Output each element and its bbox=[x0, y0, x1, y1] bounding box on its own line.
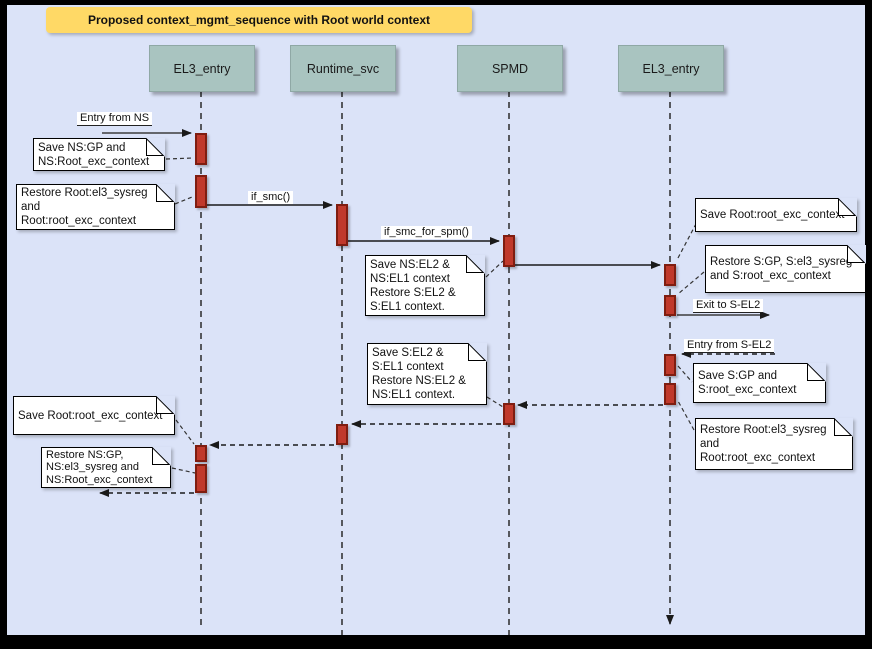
actor-runtime-svc: Runtime_svc bbox=[290, 45, 396, 92]
note-restore-root-el3-sysreg-right: Restore Root:el3_sysreg and Root:root_ex… bbox=[695, 418, 853, 470]
note-fold-icon bbox=[466, 255, 485, 274]
diagram-canvas bbox=[7, 5, 865, 635]
label-entry-from-ns: Entry from NS bbox=[77, 112, 153, 126]
label-entry-from-s-el2: Entry from S-EL2 bbox=[684, 339, 775, 353]
note-save-s-gp: Save S:GP and S:root_exc_context bbox=[693, 363, 826, 403]
note-fold-icon bbox=[838, 198, 857, 217]
activation-spmd-2 bbox=[503, 403, 515, 425]
note-fold-icon bbox=[146, 138, 165, 157]
label-if-smc-for-spm: if_smc_for_spm() bbox=[381, 226, 472, 239]
note-save-ns-el2: Save NS:EL2 & NS:EL1 context Restore S:E… bbox=[365, 255, 485, 316]
diagram-title: Proposed context_mgmt_sequence with Root… bbox=[46, 7, 472, 33]
activation-el3r-2 bbox=[664, 295, 676, 316]
note-fold-icon bbox=[468, 343, 487, 362]
activation-el3l-1 bbox=[195, 133, 207, 165]
label-if-smc: if_smc() bbox=[248, 191, 294, 204]
note-save-ns-gp: Save NS:GP and NS:Root_exc_context bbox=[33, 138, 165, 171]
activation-spmd-1 bbox=[503, 235, 515, 267]
activation-el3l-3 bbox=[195, 445, 207, 462]
note-save-root-exc-left: Save Root:root_exc_context bbox=[13, 396, 175, 435]
label-exit-to-s-el2: Exit to S-EL2 bbox=[693, 299, 764, 313]
activation-el3r-4 bbox=[664, 383, 676, 405]
note-fold-icon bbox=[847, 245, 866, 264]
actor-el3-entry-right: EL3_entry bbox=[618, 45, 724, 92]
note-fold-icon bbox=[834, 418, 853, 437]
note-fold-icon bbox=[152, 447, 171, 466]
activation-el3r-1 bbox=[664, 264, 676, 286]
note-fold-icon bbox=[156, 184, 175, 203]
note-fold-icon bbox=[156, 396, 175, 415]
activation-el3r-3 bbox=[664, 354, 676, 376]
note-save-s-el2: Save S:EL2 & S:EL1 context Restore NS:EL… bbox=[367, 343, 487, 405]
note-fold-icon bbox=[807, 363, 826, 382]
actor-spmd: SPMD bbox=[457, 45, 563, 92]
note-save-root-exc-right: Save Root:root_exc_context bbox=[695, 198, 857, 232]
note-restore-s-gp: Restore S:GP, S:el3_sysreg and S:root_ex… bbox=[705, 245, 866, 293]
activation-el3l-4 bbox=[195, 464, 207, 493]
note-restore-root-el3-sysreg-left: Restore Root:el3_sysreg and Root:root_ex… bbox=[16, 184, 175, 230]
activation-el3l-2 bbox=[195, 175, 207, 208]
activation-runtime-1 bbox=[336, 204, 348, 246]
activation-runtime-2 bbox=[336, 424, 348, 445]
actor-el3-entry-left: EL3_entry bbox=[149, 45, 255, 92]
note-restore-ns-gp: Restore NS:GP, NS:el3_sysreg and NS:Root… bbox=[41, 447, 171, 488]
